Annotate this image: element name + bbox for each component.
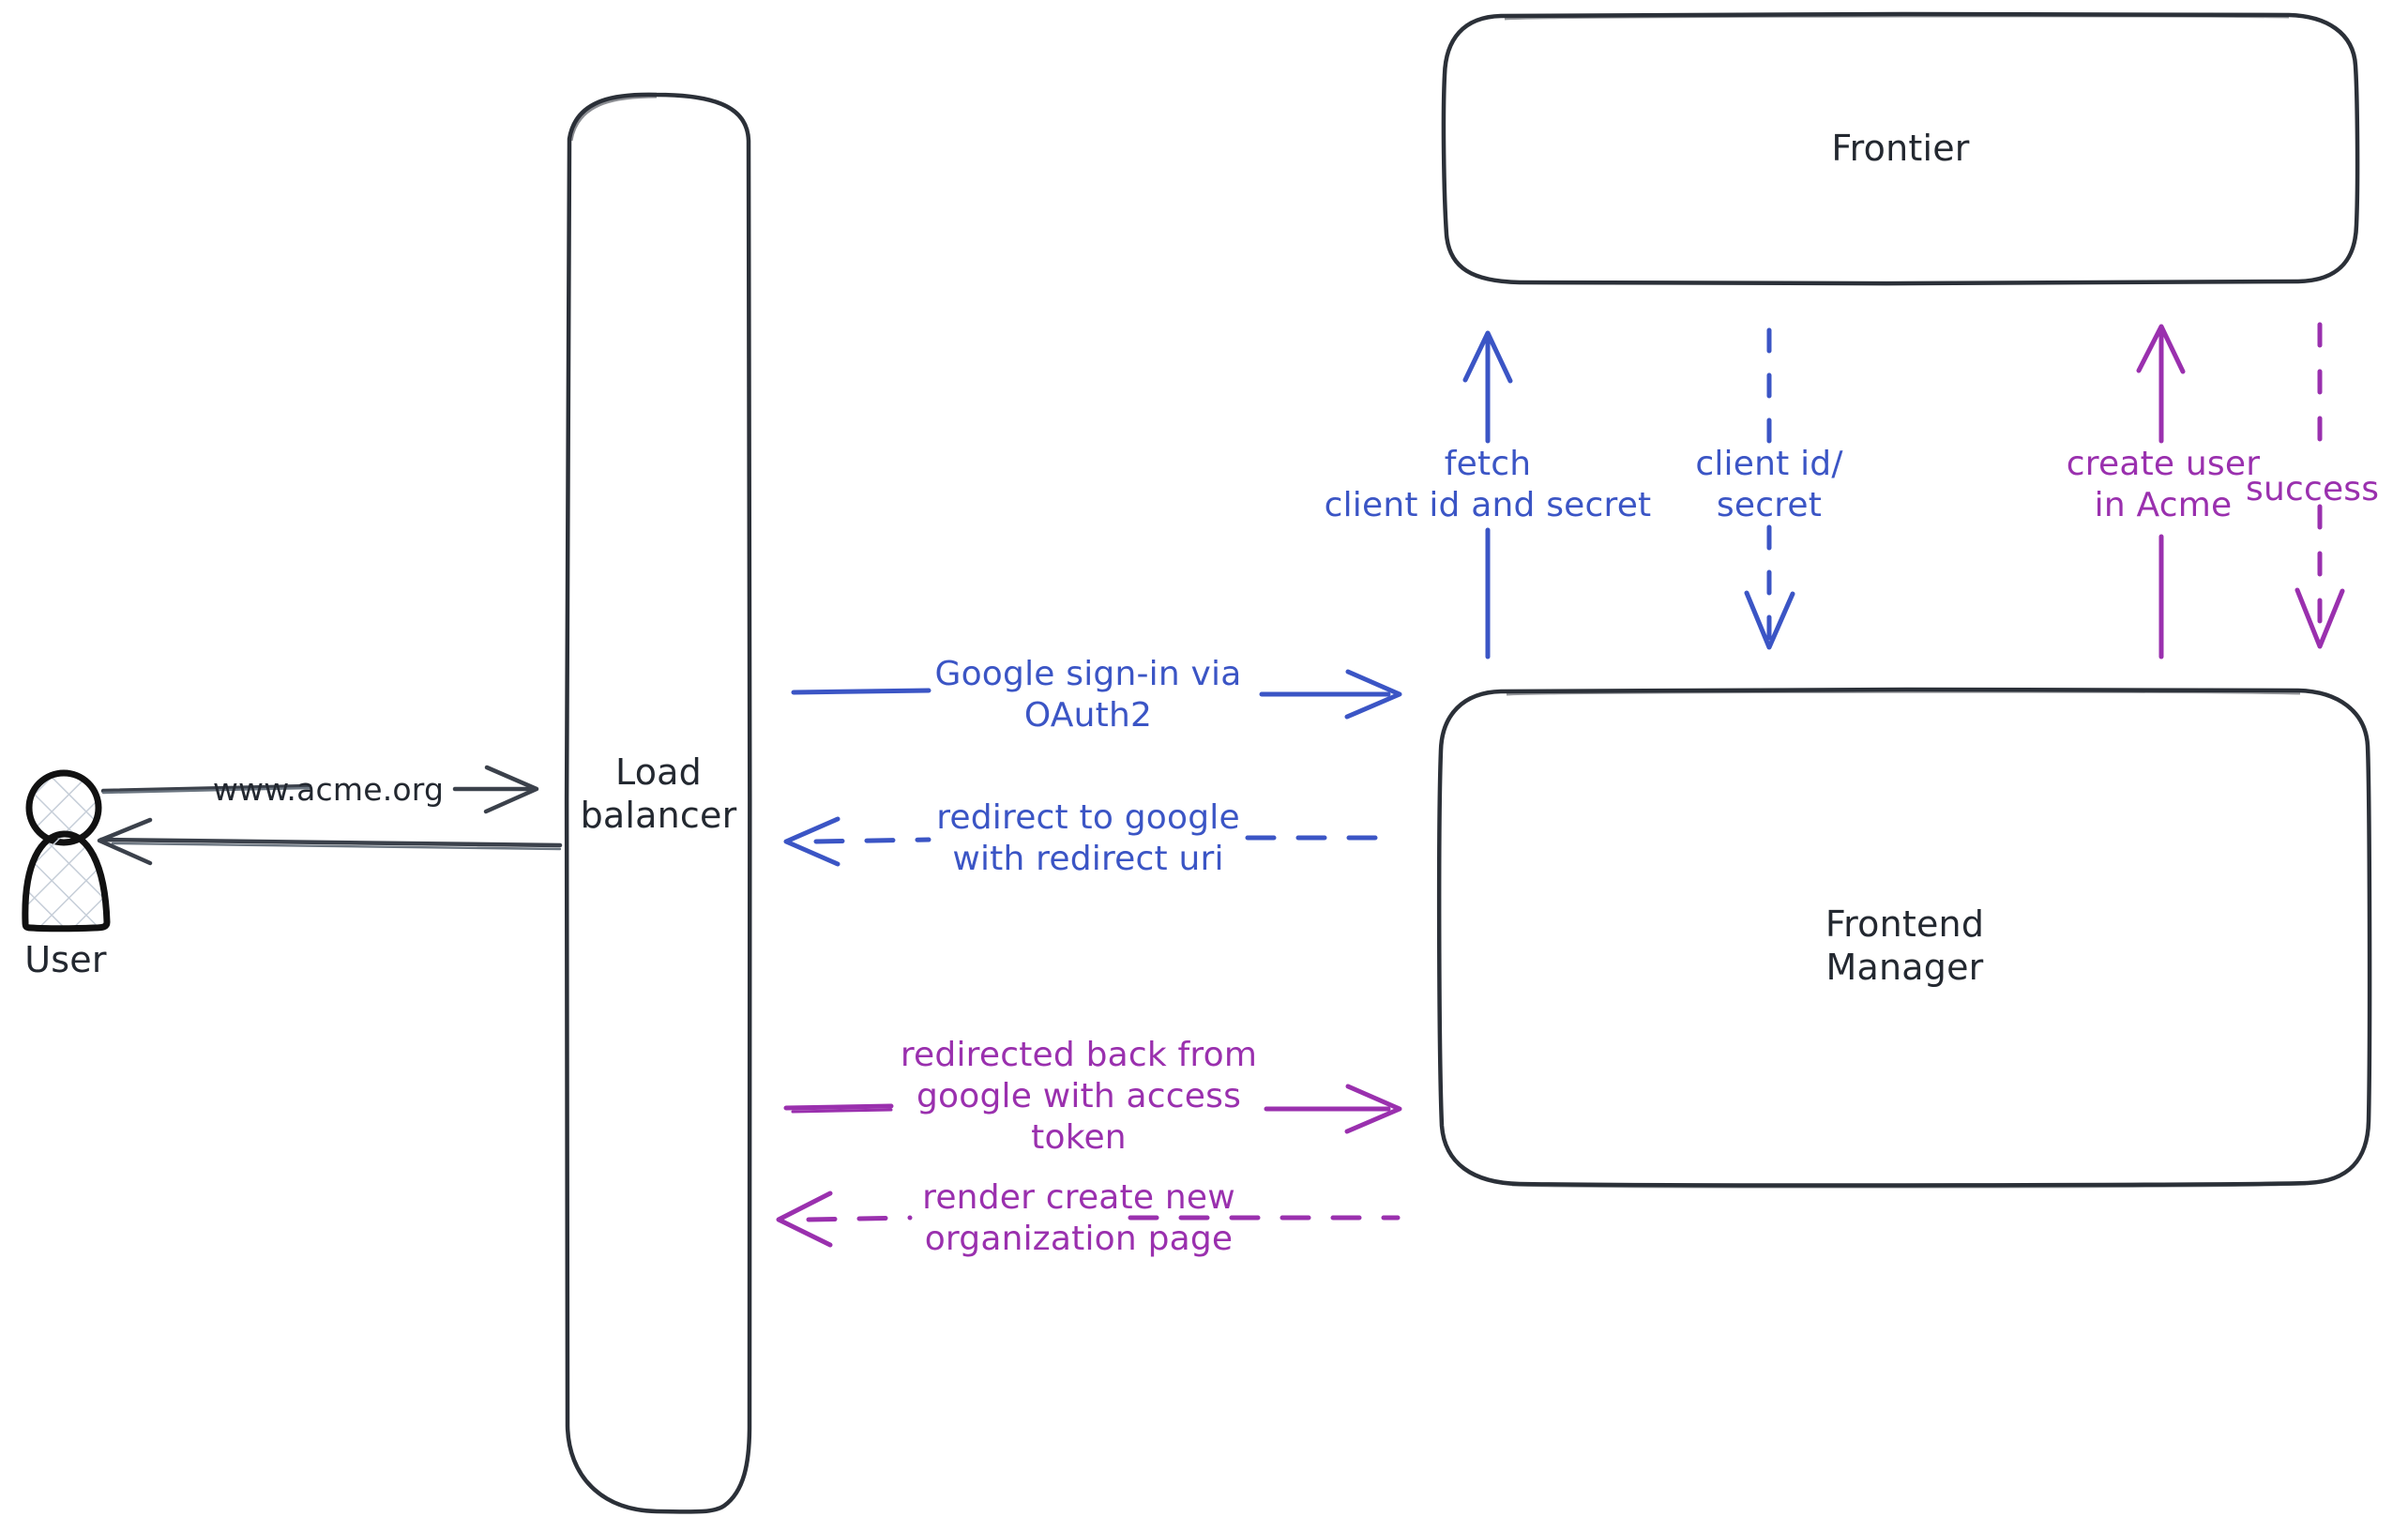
edge-fm-to-lb-redirect-label: redirect to google with redirect uri [936, 798, 1240, 878]
edge-fm-to-frontier-create-user-label: create user in Acme [2066, 445, 2261, 524]
edge-fm-to-lb-redirect-connector [783, 816, 1401, 867]
frontend-manager-label: Frontend Manager [1825, 903, 1985, 989]
person-icon [22, 769, 111, 933]
load-balancer-shape[interactable] [564, 92, 752, 1514]
frontier-label: Frontier [1831, 128, 1970, 169]
edge-frontier-to-fm-credentials-label: client id/ secret [1695, 445, 1843, 524]
edge-user-to-lb-label: www.acme.org [212, 771, 445, 808]
edge-fm-to-lb-render-connector [776, 1191, 1401, 1248]
edge-frontier-to-fm-success-connector [2294, 322, 2345, 649]
frontier-shape[interactable] [1441, 11, 2360, 286]
edge-lb-to-fm-signin-label: Google sign-in via OAuth2 [934, 655, 1242, 735]
edge-lb-to-fm-signin-connector [791, 669, 1402, 720]
frontend-manager-shape[interactable] [1436, 687, 2372, 1189]
edge-lb-to-user-connector [97, 817, 563, 866]
edge-fm-to-frontier-fetch-label: fetch client id and secret [1324, 445, 1652, 524]
edge-fm-to-frontier-create-user-connector [2136, 324, 2186, 660]
edge-user-to-lb-connector [100, 765, 539, 814]
edge-lb-to-fm-token-connector [783, 1084, 1402, 1134]
edge-fm-to-frontier-fetch-connector [1462, 330, 1513, 660]
load-balancer-label: Load balancer [580, 751, 737, 837]
edge-lb-to-fm-token-label: redirected back from google with access … [900, 1036, 1258, 1157]
edge-fm-to-lb-render-label: render create new organization page [922, 1178, 1235, 1258]
edge-frontier-to-fm-success-label: success [2246, 470, 2380, 508]
user-actor-label: User [24, 939, 107, 980]
edge-frontier-to-fm-credentials-connector [1744, 327, 1795, 650]
